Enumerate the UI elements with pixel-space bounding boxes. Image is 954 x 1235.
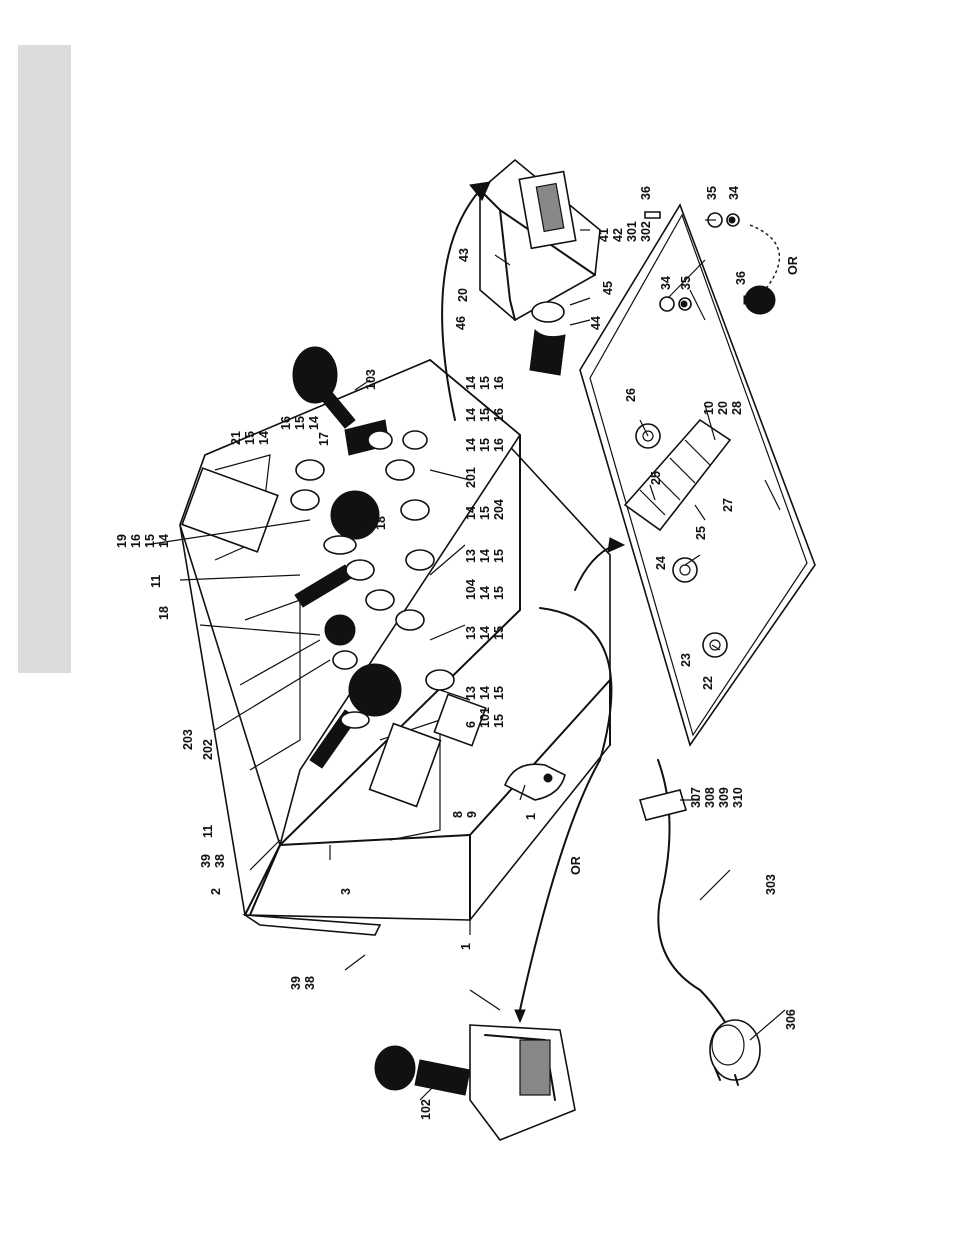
callout-2: 2 [209, 888, 223, 895]
plug-36 [744, 286, 775, 314]
callout-11a: 11 [201, 825, 215, 838]
callout-15d: 15 [492, 686, 506, 700]
callout-13b: 13 [464, 626, 478, 640]
callout-25a: 25 [649, 471, 663, 485]
callout-6: 6 [464, 721, 478, 728]
callout-13a: 13 [464, 549, 478, 563]
callout-14j: 14 [464, 438, 478, 452]
callout-43: 43 [457, 248, 471, 262]
callout-26: 26 [624, 388, 638, 402]
callout-16e: 16 [492, 438, 506, 452]
callout-19: 19 [115, 534, 129, 548]
callout-1a: 1 [459, 943, 473, 950]
callout-or-right: OR [786, 256, 800, 275]
grommet-23 [703, 633, 727, 657]
callout-204: 204 [492, 499, 506, 520]
callout-35b: 35 [679, 276, 693, 290]
callout-39a: 39 [199, 854, 213, 868]
callout-44: 44 [589, 316, 603, 330]
callout-38a: 38 [213, 854, 227, 868]
callout-16d: 16 [492, 408, 506, 422]
callout-41: 41 [597, 228, 611, 242]
callout-101: 101 [478, 707, 492, 728]
callout-36b: 36 [734, 271, 748, 285]
callout-14e: 14 [157, 534, 171, 548]
callout-27: 27 [721, 498, 735, 512]
callout-18b: 18 [374, 516, 388, 530]
callout-15a: 15 [492, 714, 506, 728]
callout-14a: 14 [478, 549, 492, 563]
callout-310: 310 [731, 787, 745, 808]
callout-306: 306 [784, 1009, 798, 1030]
callout-15k: 15 [478, 438, 492, 452]
callout-102: 102 [419, 1099, 433, 1120]
callout-15b: 15 [492, 549, 506, 563]
callout-15j: 15 [478, 408, 492, 422]
callout-28: 28 [730, 401, 744, 415]
callout-20b: 20 [716, 401, 730, 415]
callout-39b: 39 [289, 976, 303, 990]
callout-308: 308 [703, 787, 717, 808]
callout-21: 21 [229, 431, 243, 445]
callout-13c: 13 [464, 686, 478, 700]
callout-303: 303 [764, 874, 778, 895]
callout-or-left: OR [569, 856, 583, 875]
callout-103: 103 [364, 369, 378, 390]
callout-45: 45 [601, 281, 615, 295]
callout-34a: 34 [727, 186, 741, 200]
callout-15l: 15 [478, 506, 492, 520]
callout-24: 24 [654, 556, 668, 570]
callout-16b: 16 [279, 416, 293, 430]
callout-14c: 14 [478, 686, 492, 700]
callout-14g: 14 [307, 416, 321, 430]
callout-9: 9 [465, 811, 479, 818]
callout-15c: 15 [492, 626, 506, 640]
callout-3: 3 [339, 888, 353, 895]
callout-20a: 20 [456, 288, 470, 302]
callout-201: 201 [464, 467, 478, 488]
callout-15e: 15 [492, 586, 506, 600]
grommet-24 [673, 558, 697, 582]
callout-18a: 18 [157, 606, 171, 620]
callout-15h: 15 [293, 416, 307, 430]
callout-8: 8 [451, 811, 465, 818]
callout-36a: 36 [639, 186, 653, 200]
callout-14b: 14 [478, 626, 492, 640]
joystick-alternate [375, 1025, 575, 1140]
electrical-cover [480, 160, 600, 375]
callout-14f: 14 [257, 431, 271, 445]
callout-14d: 14 [478, 586, 492, 600]
emergency-stop-button [325, 615, 355, 645]
callout-14i: 14 [464, 408, 478, 422]
callout-15f: 15 [143, 534, 157, 548]
callout-23: 23 [679, 653, 693, 667]
callout-14h: 14 [464, 376, 478, 390]
callout-15g: 15 [243, 431, 257, 445]
callout-35a: 35 [705, 186, 719, 200]
callout-15i: 15 [478, 376, 492, 390]
control-box [180, 360, 610, 935]
callout-11b: 11 [149, 575, 163, 588]
callout-14k: 14 [464, 506, 478, 520]
callout-1b: 1 [524, 813, 538, 820]
callout-16c: 16 [492, 376, 506, 390]
mounting-plate [580, 205, 815, 745]
callout-203: 203 [181, 729, 195, 750]
callout-46: 46 [454, 316, 468, 330]
callout-202: 202 [201, 739, 215, 760]
callout-302: 302 [639, 221, 653, 242]
callout-34b: 34 [659, 276, 673, 290]
callout-10: 10 [702, 401, 716, 415]
callout-22: 22 [701, 676, 715, 690]
callout-307: 307 [689, 787, 703, 808]
callout-17: 17 [317, 432, 331, 446]
callout-104: 104 [464, 579, 478, 600]
callout-309: 309 [717, 787, 731, 808]
callout-301: 301 [625, 221, 639, 242]
callout-38b: 38 [303, 976, 317, 990]
callout-25b: 25 [694, 526, 708, 540]
callout-16a: 16 [129, 534, 143, 548]
callout-42: 42 [611, 228, 625, 242]
